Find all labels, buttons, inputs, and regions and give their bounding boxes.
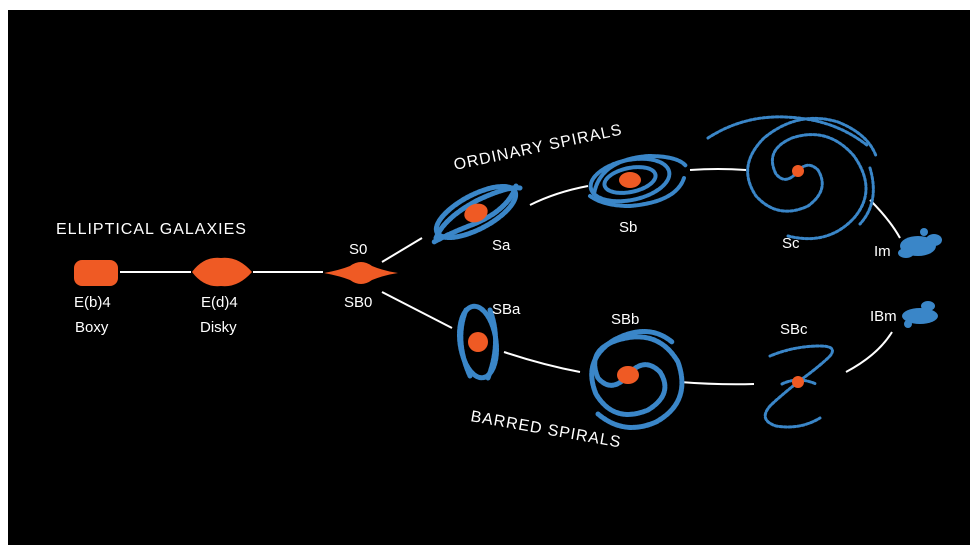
label-disky: Disky [200,319,237,336]
galaxy-s0: S0 SB0 [324,241,398,311]
boxy-elliptical-shape [74,260,118,286]
connector-sc-im [869,199,901,239]
label-sa: Sa [492,237,511,254]
sba-ring [456,303,500,381]
connector-sa-sb [529,185,589,206]
sbb-bulge [617,366,639,384]
ibm-irregular-clump [904,320,912,328]
label-sb0: SB0 [344,294,372,311]
diagram-frame: ELLIPTICAL GALAXIES ORDINARY SPIRALS BAR… [8,10,970,545]
galaxy-sbb: SBb [589,311,685,430]
sba-bulge [468,332,488,352]
label-sb: Sb [619,219,637,236]
connector-sbb-sbc [679,381,755,386]
label-ibm: IBm [870,308,897,325]
hubble-tuning-fork-diagram: ELLIPTICAL GALAXIES ORDINARY SPIRALS BAR… [56,115,942,451]
sbc-bulge [792,376,804,388]
galaxy-sc: Sc [706,115,878,252]
label-eb4: E(b)4 [74,294,111,311]
connector-s0-sa [381,237,423,263]
label-sc: Sc [782,235,800,252]
sb-spiral-disk [588,153,688,209]
heading-elliptical-galaxies: ELLIPTICAL GALAXIES [56,221,247,238]
ibm-irregular-blob [902,308,938,324]
galaxy-ibm: IBm [870,301,938,328]
disky-elliptical-shape [192,257,252,287]
galaxy-ed4: E(d)4 Disky [192,257,252,336]
lenticular-shape [324,262,398,284]
sb-bulge [619,172,641,188]
galaxy-sb: Sb [588,153,688,236]
label-im: Im [874,243,891,260]
sa-spiral-disk [431,183,523,245]
im-irregular-clump [920,228,928,236]
label-s0: S0 [349,241,367,258]
sa-bulge [464,203,488,223]
connector-s0-sba [381,291,453,329]
label-sbc: SBc [780,321,808,338]
ibm-irregular-clump [921,301,935,311]
galaxy-sba: SBa [456,301,521,381]
connector-lines [120,168,901,386]
sbb-spiral-arms [589,329,685,430]
galaxy-sa: Sa [431,183,523,254]
sc-spiral-arms [706,115,878,241]
galaxy-im: Im [874,228,942,260]
label-sbb: SBb [611,311,639,328]
heading-ordinary-spirals: ORDINARY SPIRALS [452,122,624,174]
galaxy-eb4: E(b)4 Boxy [74,260,118,336]
label-ed4: E(d)4 [201,294,238,311]
galaxy-sbc: SBc [763,321,834,429]
im-irregular-clump [926,234,942,246]
connector-sb-sc [689,168,747,171]
im-irregular-clump [898,248,914,258]
label-boxy: Boxy [75,319,109,336]
label-sba: SBa [492,301,521,318]
sc-bulge [792,165,804,177]
connector-sba-sbb [503,351,581,373]
connector-sbc-ibm [845,331,893,373]
